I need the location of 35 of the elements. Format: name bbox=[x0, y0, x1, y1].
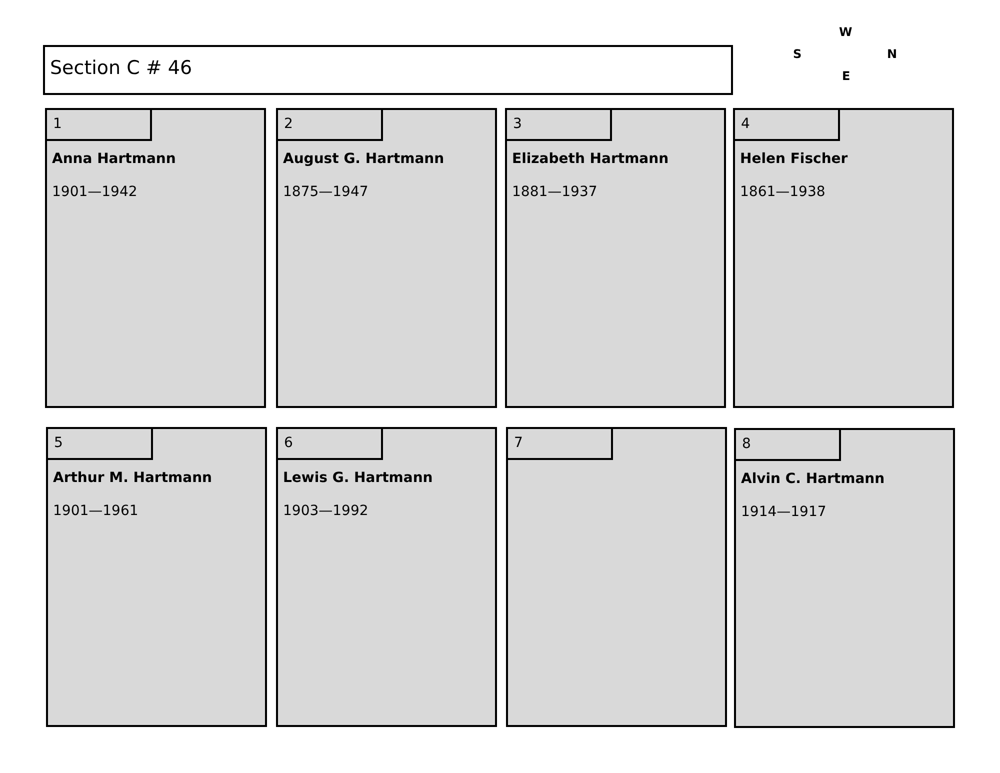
section-title: Section C # 46 bbox=[43, 45, 733, 95]
plot-number: 8 bbox=[734, 428, 841, 461]
plot-number: 1 bbox=[45, 108, 152, 141]
life-dates: 1875—1947 bbox=[283, 184, 368, 200]
plot-box bbox=[276, 427, 497, 727]
life-dates: 1901—1961 bbox=[53, 503, 138, 519]
life-dates: 1881—1937 bbox=[512, 184, 598, 200]
plot-box bbox=[734, 428, 955, 728]
person-name: August G. Hartmann bbox=[283, 151, 444, 167]
life-dates: 1903—1992 bbox=[283, 503, 368, 519]
person-name: Helen Fischer bbox=[740, 151, 848, 167]
plot-number: 7 bbox=[506, 427, 613, 460]
life-dates: 1914—1917 bbox=[741, 504, 826, 520]
plot-number: 3 bbox=[505, 108, 612, 141]
plot-number: 2 bbox=[276, 108, 383, 141]
person-name: Lewis G. Hartmann bbox=[283, 470, 433, 486]
person-name: Anna Hartmann bbox=[52, 151, 176, 167]
plot-number: 5 bbox=[46, 427, 153, 460]
life-dates: 1861—1938 bbox=[740, 184, 826, 200]
plot-box bbox=[505, 108, 726, 408]
plot-box bbox=[733, 108, 954, 408]
plot-box bbox=[45, 108, 266, 408]
life-dates: 1901—1942 bbox=[52, 184, 138, 200]
plot-box bbox=[506, 427, 727, 727]
person-name: Elizabeth Hartmann bbox=[512, 151, 669, 167]
compass-letter: N bbox=[887, 47, 898, 61]
person-name: Alvin C. Hartmann bbox=[741, 471, 885, 487]
compass-letter: W bbox=[839, 25, 852, 39]
compass-letter: S bbox=[793, 47, 802, 61]
plot-box bbox=[46, 427, 267, 727]
person-name: Arthur M. Hartmann bbox=[53, 470, 212, 486]
plot-number: 6 bbox=[276, 427, 383, 460]
plot-number: 4 bbox=[733, 108, 840, 141]
compass-letter: E bbox=[842, 69, 850, 83]
plot-box bbox=[276, 108, 497, 408]
